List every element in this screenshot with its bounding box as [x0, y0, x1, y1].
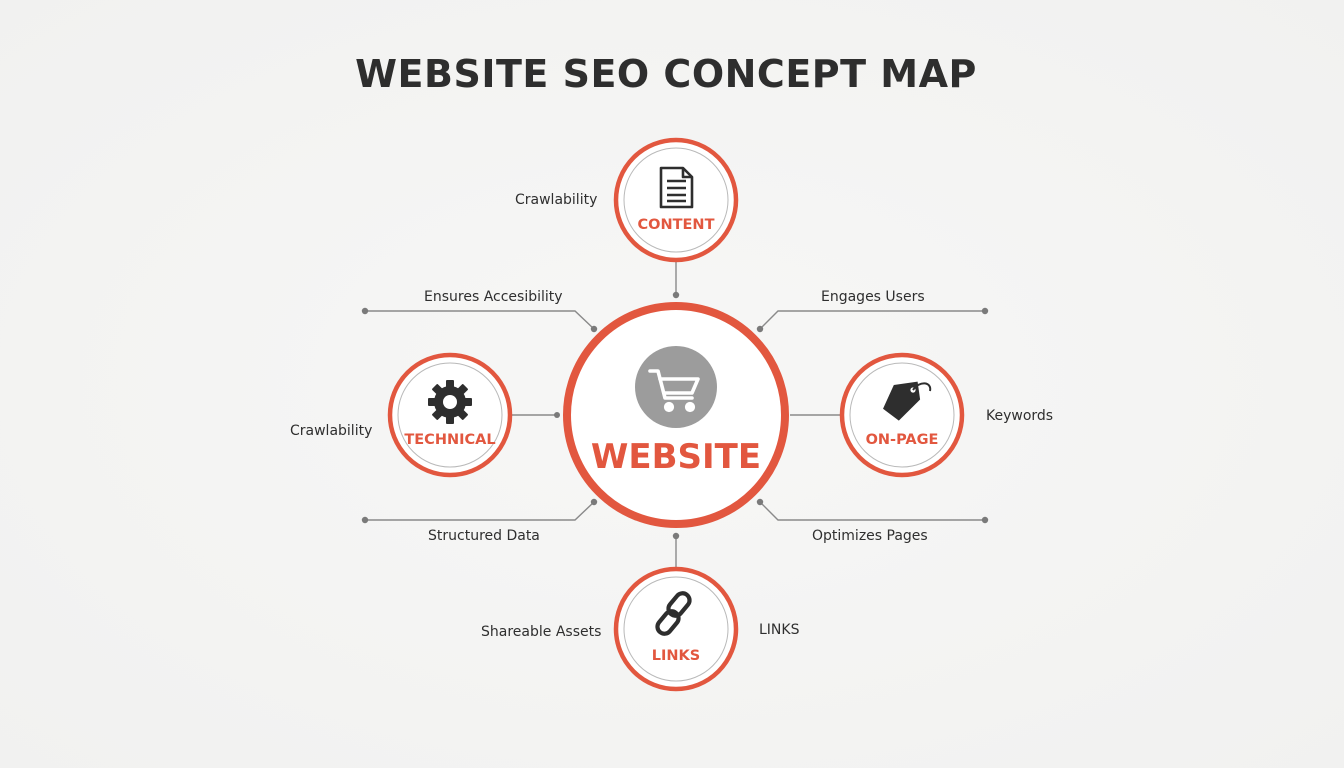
connector-ensures-accessibility	[365, 310, 595, 330]
connector-dot	[756, 325, 764, 333]
shopping-cart-icon	[648, 369, 700, 413]
content-node-label: CONTENT	[637, 217, 715, 233]
technical-node-label: TECHNICAL	[404, 432, 496, 448]
label-shareable-assets: Shareable Assets	[481, 624, 602, 640]
connector-dot	[361, 516, 369, 524]
label-ensures-accessibility: Ensures Accesibility	[424, 289, 563, 305]
label-links-side: LINKS	[759, 622, 800, 638]
label-crawlability-left: Crawlability	[290, 423, 373, 439]
hub-icon-background	[635, 346, 717, 428]
connector-dot	[672, 291, 680, 299]
connector-dot	[590, 325, 598, 333]
page-title: WEBSITE SEO CONCEPT MAP	[355, 52, 977, 96]
label-crawlability-top: Crawlability	[515, 192, 598, 208]
gear-icon	[428, 380, 472, 424]
links-node	[613, 566, 739, 692]
connector-dot	[756, 498, 764, 506]
connector-dot	[361, 307, 369, 315]
document-icon	[659, 166, 694, 209]
links-node-label: LINKS	[651, 648, 701, 664]
label-keywords: Keywords	[986, 408, 1054, 424]
label-engages-users: Engages Users	[821, 289, 925, 305]
label-optimizes-pages: Optimizes Pages	[812, 528, 928, 544]
connector-engages-users	[759, 310, 985, 330]
tag-icon	[883, 381, 932, 421]
connector-structured-data	[365, 501, 595, 521]
content-node	[613, 137, 739, 263]
technical-node	[387, 352, 513, 478]
label-structured-data: Structured Data	[428, 528, 540, 544]
connector-dot	[554, 412, 560, 418]
connector-dot	[981, 516, 989, 524]
on-page-node	[839, 352, 965, 478]
connector-dot	[981, 307, 989, 315]
connector-optimizes-pages	[759, 501, 985, 521]
on-page-node-label: ON-PAGE	[865, 432, 939, 448]
connector-dot	[590, 498, 598, 506]
hub-label: WEBSITE	[590, 437, 762, 477]
chain-link-icon	[655, 591, 692, 636]
connector-dot	[672, 532, 680, 540]
hub-circle	[563, 302, 789, 528]
